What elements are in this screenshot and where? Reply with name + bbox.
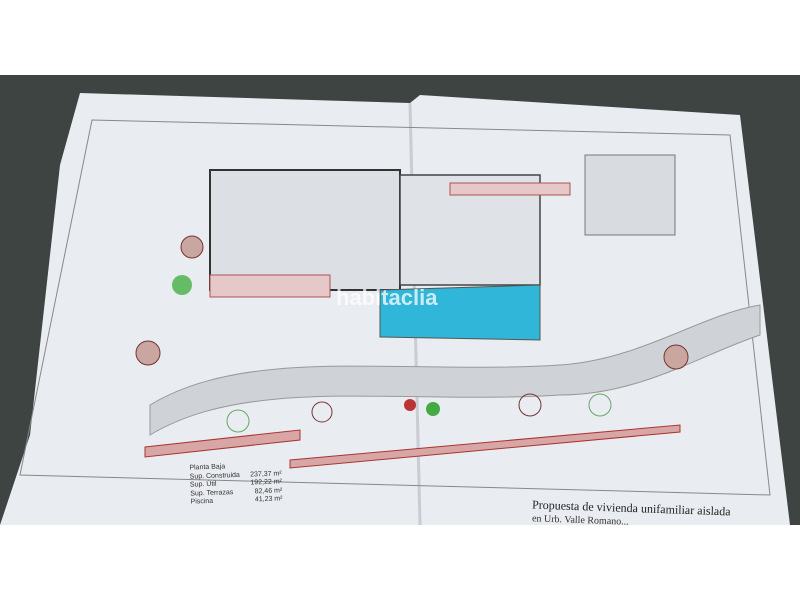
tree bbox=[518, 393, 542, 417]
terrace bbox=[209, 274, 331, 298]
row-value: 41,23 m² bbox=[254, 495, 283, 504]
row-label: Piscina bbox=[190, 497, 214, 506]
tree bbox=[226, 409, 250, 433]
plan-border bbox=[19, 119, 771, 496]
driveway bbox=[149, 304, 761, 436]
palm bbox=[172, 275, 192, 295]
plan-drawing bbox=[0, 93, 790, 525]
shrub bbox=[404, 399, 416, 411]
tree bbox=[180, 235, 204, 259]
watermark: habitaclia bbox=[336, 285, 438, 310]
pool bbox=[379, 284, 541, 341]
tree bbox=[135, 340, 161, 366]
parking bbox=[584, 154, 676, 236]
house-bedrooms bbox=[209, 169, 401, 291]
wall-left bbox=[144, 429, 301, 458]
porch bbox=[449, 182, 571, 196]
wall-right bbox=[289, 424, 681, 469]
tree bbox=[588, 393, 612, 417]
tree bbox=[311, 401, 333, 423]
tree bbox=[663, 344, 689, 370]
shrub bbox=[426, 402, 440, 416]
